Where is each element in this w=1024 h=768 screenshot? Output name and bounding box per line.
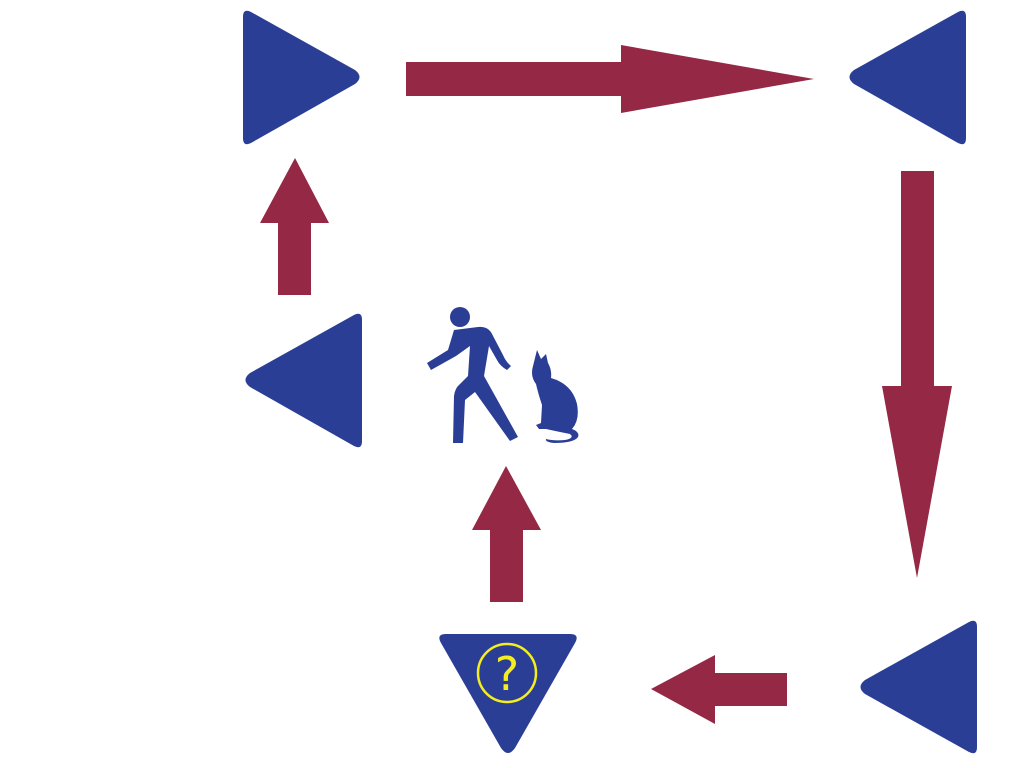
arrow-top-left-to-top-right xyxy=(406,45,814,113)
cat xyxy=(532,350,579,443)
node-bottom-middle-triangle xyxy=(439,634,577,753)
question-mark-circle xyxy=(476,642,538,704)
arrow-top-right-to-bottom-right xyxy=(882,171,952,578)
person-head xyxy=(450,307,470,327)
node-top-right-triangle xyxy=(849,10,966,145)
node-bottom-right-triangle xyxy=(860,620,977,754)
node-top-left-triangle xyxy=(243,10,360,145)
arrow-bottom-right-to-bottom-middle xyxy=(651,655,787,724)
person-body xyxy=(427,326,518,443)
node-middle-left-triangle xyxy=(245,313,362,448)
question-mark-circle-icon: ? xyxy=(476,642,538,704)
question-mark-label: ? xyxy=(495,647,519,701)
arrow-bottom-middle-to-center xyxy=(472,466,541,602)
person-walking-with-cat-icon xyxy=(427,307,579,443)
arrow-middle-left-to-top-left xyxy=(260,158,329,295)
